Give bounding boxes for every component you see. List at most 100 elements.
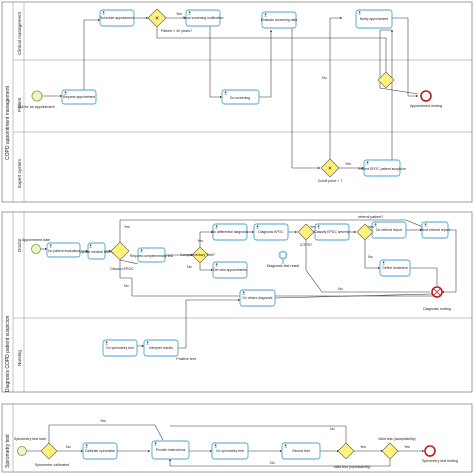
task-interpret-results[interactable]: Interpret results [143, 339, 179, 357]
svg-text:Record test: Record test [292, 449, 309, 453]
lane-label: Nursing [17, 350, 22, 366]
flow-no-label: No [270, 461, 275, 465]
svg-text:Classify EPOC severity: Classify EPOC severity [314, 230, 349, 234]
gateway-copd [297, 223, 315, 241]
task-do-others-diagnosis[interactable]: Do others diagnosis [239, 289, 276, 307]
pool-diagnosis: Diagnosis COPD patient suspicion Doctor … [1, 211, 473, 393]
task-request-complementary[interactable]: Request complementary test [130, 247, 173, 263]
flow-no-label: No [66, 445, 71, 449]
flow-no-label: No [187, 265, 192, 269]
task-do-differential[interactable]: Do differential diagnosis [212, 223, 248, 241]
task-get-new-appointments[interactable]: Get new appointments [212, 261, 248, 279]
terminate-mark [433, 288, 441, 296]
gateway-calibrated [40, 442, 58, 460]
svg-text:Diagnosis EPOC: Diagnosis EPOC [258, 230, 284, 234]
svg-text:Do referral report: Do referral report [376, 228, 402, 232]
svg-text:Do differential diagnosis: Do differential diagnosis [212, 230, 248, 234]
gateway-discard-epoc [110, 241, 130, 261]
start-event-appointment-date [31, 244, 41, 254]
flow-yes-label: Yes [310, 225, 316, 229]
flow-no-label: No [338, 287, 343, 291]
svg-text:Request complementary test: Request complementary test [130, 254, 173, 258]
task-do-patient-evaluation[interactable]: Do patient evaluation [46, 242, 81, 258]
svg-text:Evaluate screening data: Evaluate screening data [261, 18, 297, 22]
svg-text:Do others diagnosis: Do others diagnosis [243, 296, 273, 300]
gateway-cutoff: × [320, 158, 340, 178]
task-evaluate-screening[interactable]: Evaluate screening data [261, 11, 297, 29]
flow-yes-label: Yes [197, 239, 203, 243]
svg-text:Do spirometry test: Do spirometry test [106, 346, 134, 350]
flow-no-label: No [368, 255, 373, 259]
task-do-screening[interactable]: Do screening [221, 89, 260, 105]
pool-title: Spirometry test [5, 434, 11, 468]
task-classify-epoc[interactable]: Classify EPOC severity [314, 223, 350, 241]
task-send-screening[interactable]: Send screening notification [183, 9, 224, 27]
flow-yes-label: Yes [176, 12, 182, 16]
lane-label: Doctor [17, 238, 22, 252]
sequence-flows-pool1 [42, 16, 419, 170]
intermediate-event-inner-ring [279, 251, 287, 259]
flow-yes-label: Yes [368, 225, 374, 229]
svg-text:Do patient evaluation: Do patient evaluation [48, 249, 80, 253]
task-do-spirometry-test[interactable]: Do spirometry test [211, 442, 249, 460]
complementary-test-label: Complementary Test? [180, 253, 215, 257]
svg-text:Request appointment: Request appointment [63, 95, 95, 99]
task-record-test[interactable]: Record test [281, 442, 321, 460]
pool-title: Diagnosis COPD patient suspicion [5, 315, 11, 392]
task-provide-instructions[interactable]: Provide instructions [151, 440, 190, 460]
flow-no-label: No [322, 76, 327, 80]
sequence-flows-pool2 [40, 219, 457, 349]
cutoff-label: Cutoff point > 7 [318, 179, 342, 183]
gateway-repeatability [337, 442, 355, 460]
diagnosis-test-result-label: Diagnosis test result [267, 264, 299, 268]
pool-spirometry: Spirometry test [1, 403, 473, 473]
task-update-medical-history[interactable]: Update medical history [79, 242, 114, 260]
task-schedule-appointment[interactable]: Schedule appointment [99, 9, 135, 27]
svg-text:Define treatment: Define treatment [382, 266, 407, 270]
start-event-ask-appointment [31, 90, 43, 102]
gateway-notify [377, 71, 395, 89]
flow-yes-label: Yes [404, 445, 410, 449]
task-send-referral[interactable]: Send referral report [420, 221, 450, 239]
appointment-date-label: Appointment date [22, 238, 50, 242]
lane-label: Expert system [17, 159, 22, 188]
flow-yes-label: Yes [360, 445, 366, 449]
svg-text:Send referral report: Send referral report [420, 228, 449, 232]
sequence-flows-pool3 [26, 424, 425, 467]
task-do-referral[interactable]: Do referral report [371, 221, 407, 239]
task-diagnosis-epoc[interactable]: Diagnosis EPOC [253, 223, 289, 241]
task-request-appointment[interactable]: Request appointment [61, 89, 97, 105]
task-do-spirometry-nursing[interactable]: Do spirometry test [102, 339, 138, 357]
svg-text:×: × [328, 166, 332, 173]
gateway-complementary-test [191, 246, 209, 264]
svg-text:Interpret results: Interpret results [149, 346, 173, 350]
spirometry-ending-label: Spirometry test ending [422, 459, 458, 463]
diagnosis-ending-label: Diagnosis ending [423, 307, 451, 311]
lane-label: Patient [17, 97, 22, 112]
task-define-treatment[interactable]: Define treatment [379, 259, 411, 277]
gateway-referral [356, 223, 374, 241]
task-notify-appointment[interactable]: Notify appointment [355, 9, 393, 29]
gateway-patient-age: × [147, 8, 167, 28]
svg-text:Provide instructions: Provide instructions [156, 448, 186, 452]
end-event-appointment-ending [420, 90, 432, 102]
task-record-epoc[interactable]: Record EPOC patient suspicion [358, 159, 406, 177]
valid-repeatability-label: Valid test (repeatability) [333, 465, 370, 469]
svg-text:×: × [155, 16, 159, 23]
flow-no-label: No [124, 284, 129, 288]
start-event-spirometry [17, 446, 27, 456]
svg-text:Send screening notification: Send screening notification [183, 16, 224, 20]
patient-age-label: Patient > 40 years? [161, 29, 192, 33]
flow-yes-label: Yes [100, 419, 106, 423]
flow-no-label: No [330, 427, 335, 431]
flow-yes-label: Yes [345, 162, 351, 166]
task-calibrate-spirometer[interactable]: Calibrate spirometer [82, 442, 118, 460]
gateway-acceptability [381, 442, 399, 460]
svg-text:Record EPOC patient suspicion: Record EPOC patient suspicion [358, 167, 406, 171]
end-event-spirometry [424, 445, 436, 457]
ask-appointment-label: Ask for an appointment [18, 105, 55, 109]
copd-label: COPD? [300, 243, 312, 247]
pool-title: COPD appointment management [5, 85, 11, 160]
